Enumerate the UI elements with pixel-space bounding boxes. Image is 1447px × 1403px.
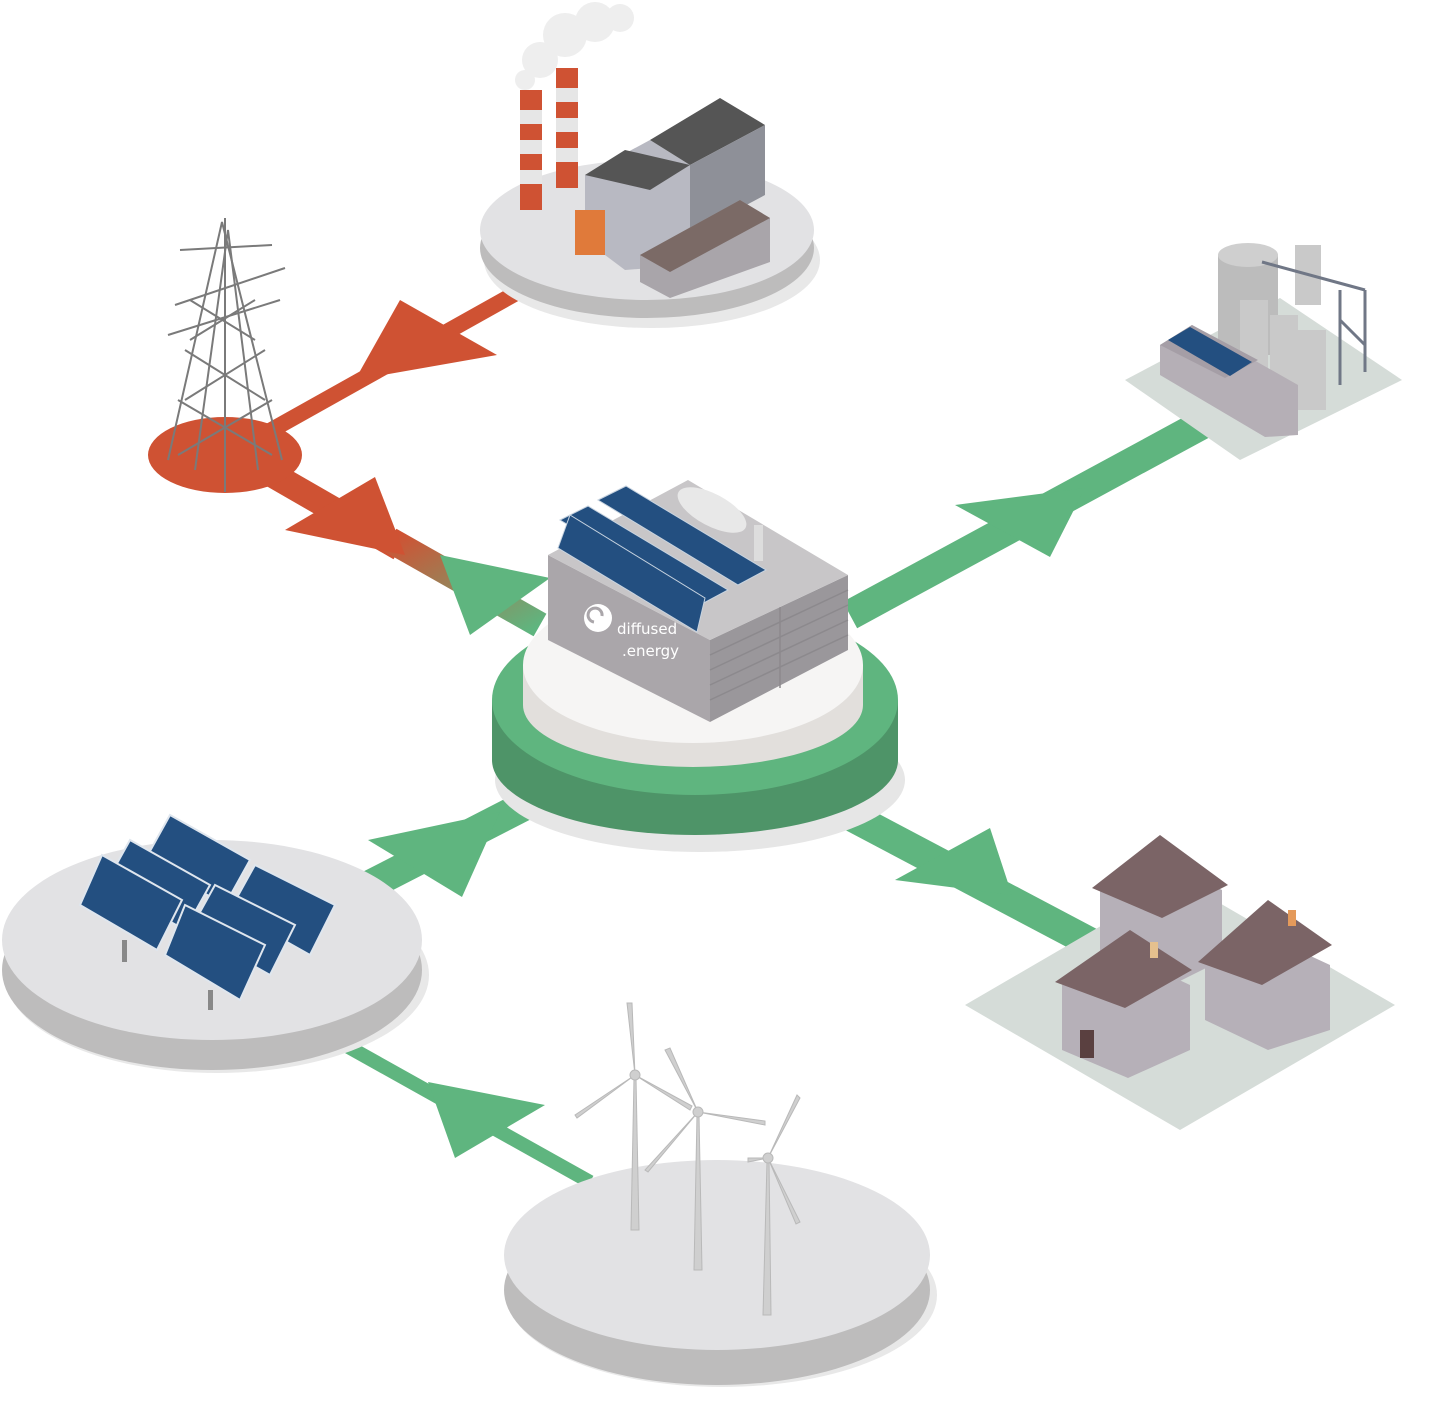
arrowhead-green <box>428 1082 545 1158</box>
flow-hub-to-industry <box>842 406 1218 629</box>
wind-turbine <box>747 1094 801 1316</box>
house <box>1055 930 1192 1078</box>
logo-line1: diffused <box>617 620 677 638</box>
solar-panels-icon <box>78 813 337 1010</box>
wind-farm-node <box>504 1002 937 1387</box>
solar-farm-node <box>2 813 429 1073</box>
solar-panels-roof <box>557 485 768 633</box>
industrial-tanks-icon <box>1160 243 1367 437</box>
diffused-energy-building-icon: diffused .energy <box>548 480 849 722</box>
factory-smokestack-icon <box>515 2 770 298</box>
arrowhead-green <box>895 828 1012 895</box>
logo: diffused .energy <box>584 604 679 660</box>
house <box>1198 900 1332 1050</box>
power-plant-node <box>480 2 820 328</box>
homes-node <box>965 835 1395 1130</box>
houses-icon <box>1055 835 1332 1078</box>
solar-panel-roof <box>1168 327 1252 376</box>
flow-hub-to-homes <box>822 791 1103 959</box>
hub-node: diffused .energy <box>492 480 905 852</box>
arrowhead-green <box>368 812 500 897</box>
flow-grid-to-hub <box>261 460 550 637</box>
wind-turbines-icon <box>574 1002 801 1316</box>
industry-node <box>1125 243 1402 460</box>
transmission-pylon-icon <box>167 218 286 492</box>
wind-turbine <box>644 1047 766 1271</box>
wind-turbine <box>574 1002 693 1231</box>
grid-node <box>148 218 302 493</box>
smoke <box>515 2 634 90</box>
arrowhead-green <box>440 555 550 635</box>
arrowhead-red <box>285 477 405 555</box>
flow-powerplant-to-grid <box>264 285 522 439</box>
water-tank <box>677 487 747 533</box>
logo-line2: .energy <box>622 642 679 660</box>
arrowhead-red <box>355 300 497 380</box>
arrowhead-green <box>955 488 1085 557</box>
flow-wind-to-solar <box>341 1038 594 1189</box>
